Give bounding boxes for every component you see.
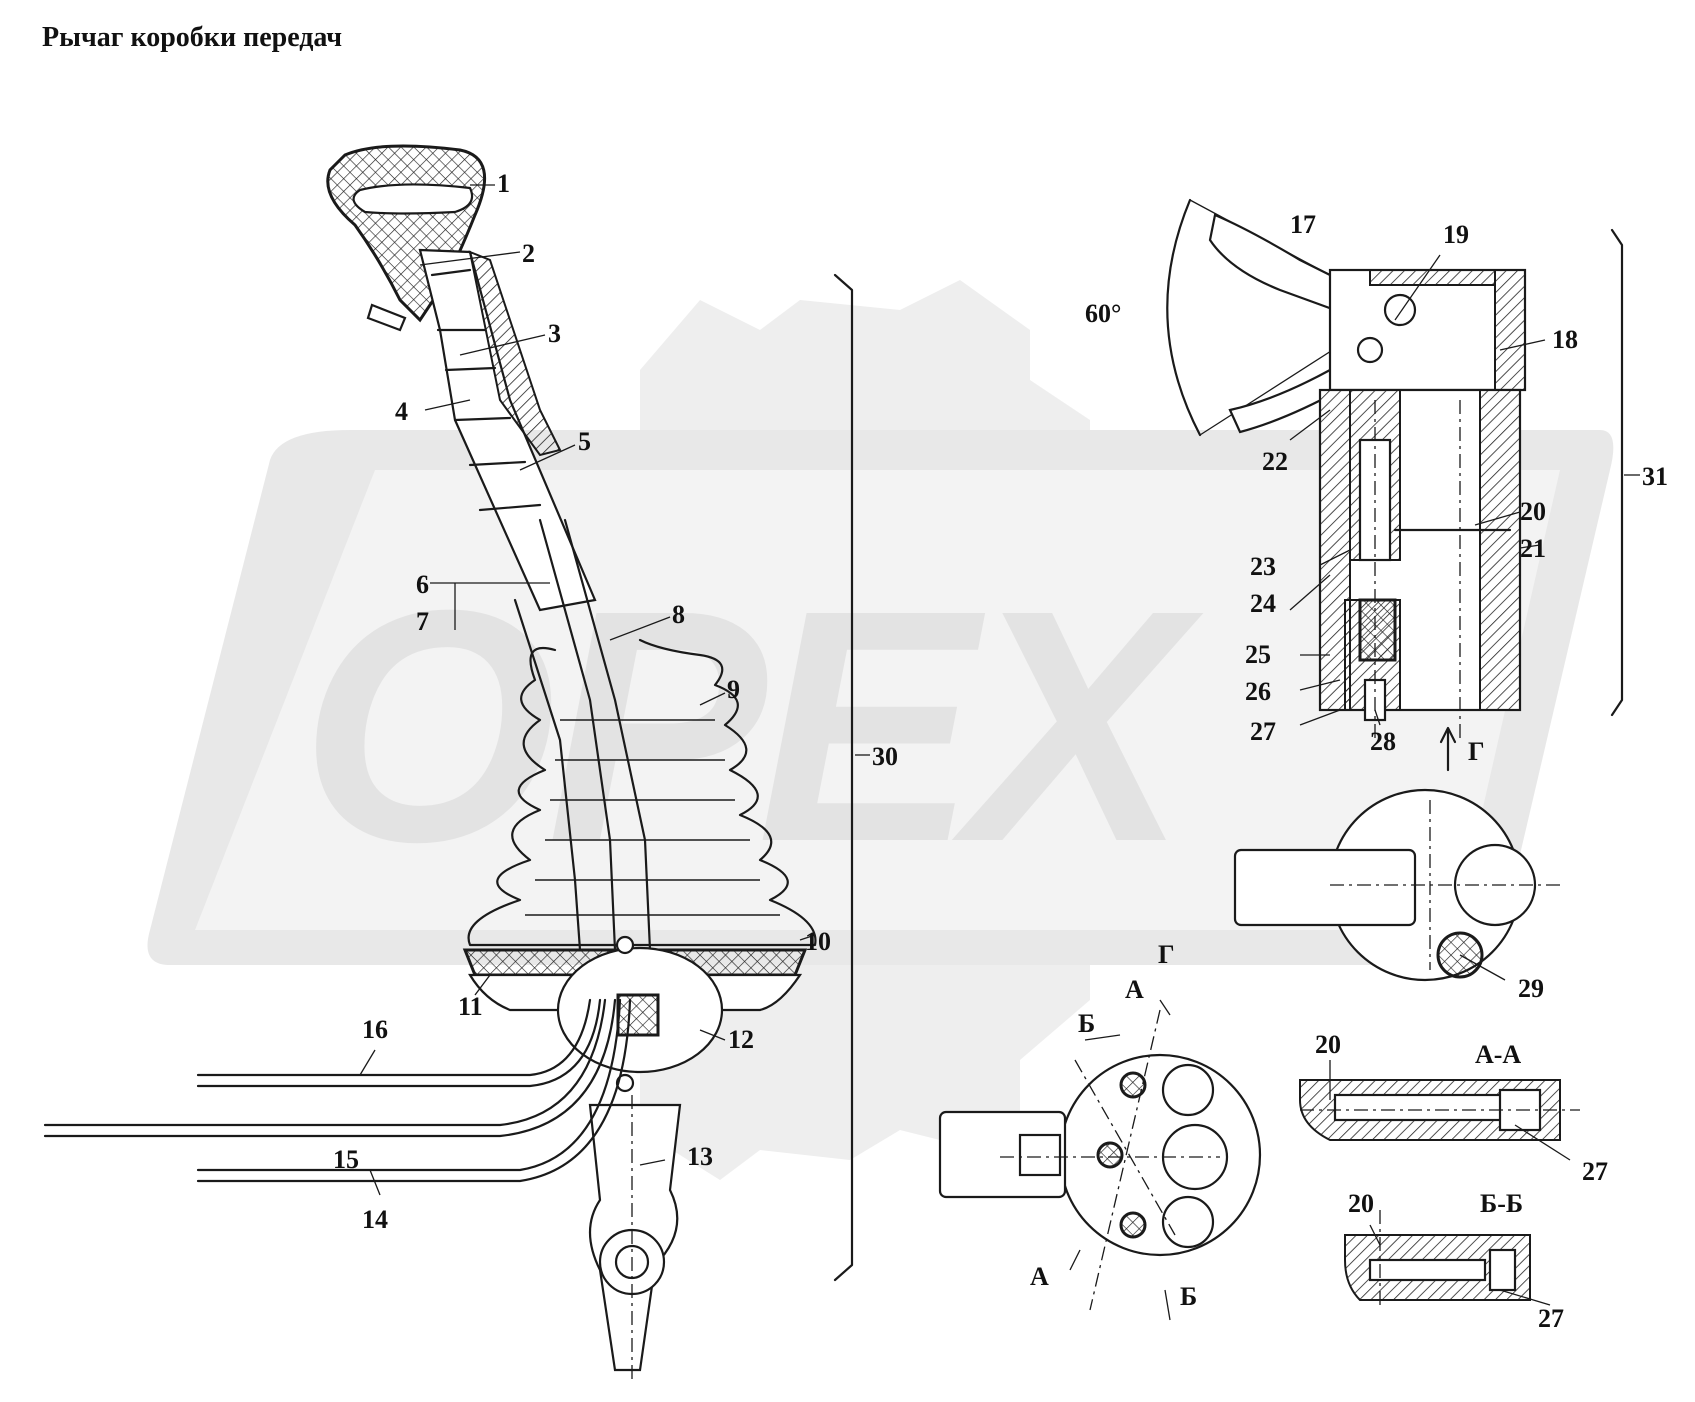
label-3: 3	[548, 319, 561, 348]
section-aa-label-20: 20	[1315, 1030, 1341, 1059]
label-12: 12	[728, 1025, 754, 1054]
watermark-text: OPEX	[300, 541, 1204, 910]
label-27: 27	[1250, 717, 1276, 746]
page-title: Рычаг коробки передач	[42, 22, 343, 53]
section-aa-title: А-А	[1475, 1040, 1521, 1069]
lock-mechanism	[1166, 198, 1640, 772]
angle-arc	[1166, 198, 1202, 437]
callout-labels: 1 2 3 4 5 6 7 8 9 10 11 12 13 14 15 16 1…	[333, 169, 1668, 1333]
section-bb	[1344, 1210, 1531, 1310]
bracket-30	[833, 273, 854, 1282]
leader-lines	[359, 184, 1571, 1321]
label-26: 26	[1245, 677, 1271, 706]
section-aa-label-27: 27	[1582, 1157, 1608, 1186]
label-7: 7	[416, 607, 429, 636]
boot-bellows	[467, 638, 817, 947]
section-a-top: А	[1125, 975, 1144, 1004]
view-g-bottom	[938, 1009, 1262, 1311]
label-29: 29	[1518, 974, 1544, 1003]
label-9: 9	[727, 675, 740, 704]
label-10: 10	[805, 927, 831, 956]
view-g-title: Г	[1158, 940, 1175, 969]
label-22: 22	[1262, 447, 1288, 476]
bracket-31	[1610, 228, 1624, 717]
label-8: 8	[672, 600, 685, 629]
label-31: 31	[1642, 462, 1668, 491]
label-17: 17	[1290, 210, 1316, 239]
gear-lever-assembly	[43, 144, 870, 1380]
label-2: 2	[522, 239, 535, 268]
label-20: 20	[1520, 497, 1546, 526]
view-g-arrow-label: Г	[1468, 737, 1485, 766]
section-aa	[1299, 1079, 1580, 1141]
label-11: 11	[458, 992, 483, 1021]
cable-14	[196, 998, 622, 1172]
label-13: 13	[687, 1142, 713, 1171]
label-24: 24	[1250, 589, 1276, 618]
label-15: 15	[333, 1145, 359, 1174]
section-bb-label-20: 20	[1348, 1189, 1374, 1218]
label-4: 4	[395, 397, 408, 426]
label-18: 18	[1552, 325, 1578, 354]
section-b-bottom: Б	[1180, 1282, 1197, 1311]
cable-16	[196, 998, 592, 1077]
label-19: 19	[1443, 220, 1469, 249]
label-23: 23	[1250, 552, 1276, 581]
angle-label: 60°	[1085, 299, 1121, 328]
section-bb-title: Б-Б	[1480, 1189, 1523, 1218]
section-a-bottom: А	[1030, 1262, 1049, 1291]
section-b-top: Б	[1078, 1009, 1095, 1038]
label-14: 14	[362, 1205, 388, 1234]
label-1: 1	[497, 169, 510, 198]
label-30: 30	[872, 742, 898, 771]
section-bb-label-27: 27	[1538, 1304, 1564, 1333]
label-16: 16	[362, 1015, 388, 1044]
label-5: 5	[578, 427, 591, 456]
label-25: 25	[1245, 640, 1271, 669]
label-21: 21	[1520, 534, 1546, 563]
cable-15	[43, 998, 607, 1127]
label-6: 6	[416, 570, 429, 599]
label-28: 28	[1370, 727, 1396, 756]
